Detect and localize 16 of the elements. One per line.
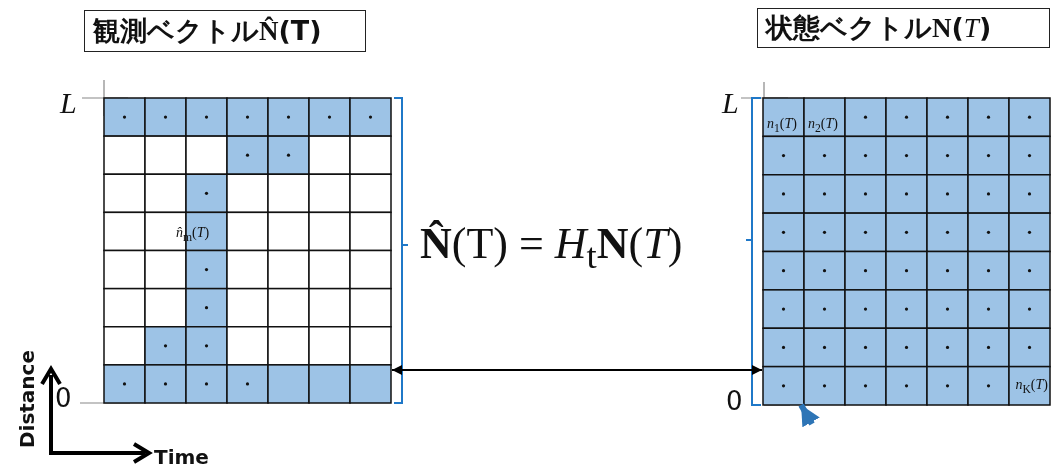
cell-label: n$_{K}$(T) — [1015, 377, 1048, 395]
equation: N̂(T) = H$_{t}$N(T) — [420, 222, 683, 275]
title-text: 状態ベクトルN(T) — [766, 11, 992, 45]
axis-tick-label: L — [60, 88, 77, 118]
axis-tick-label: 0 — [55, 385, 72, 411]
cell-label: n$_{2}$(T) — [808, 117, 838, 135]
axis-tick-label: L — [722, 88, 739, 118]
axis-label: Time — [154, 447, 209, 467]
title-box — [757, 8, 1050, 48]
title-box — [84, 10, 366, 52]
axis-tick-label: 0 — [726, 388, 743, 414]
arrow — [798, 403, 820, 428]
axis-label: Distance — [17, 348, 40, 451]
cell-label: n$_{1}$(T) — [767, 117, 797, 135]
title-text: 観測ベクトルN̂(T) — [93, 14, 322, 48]
arrow — [391, 365, 763, 375]
